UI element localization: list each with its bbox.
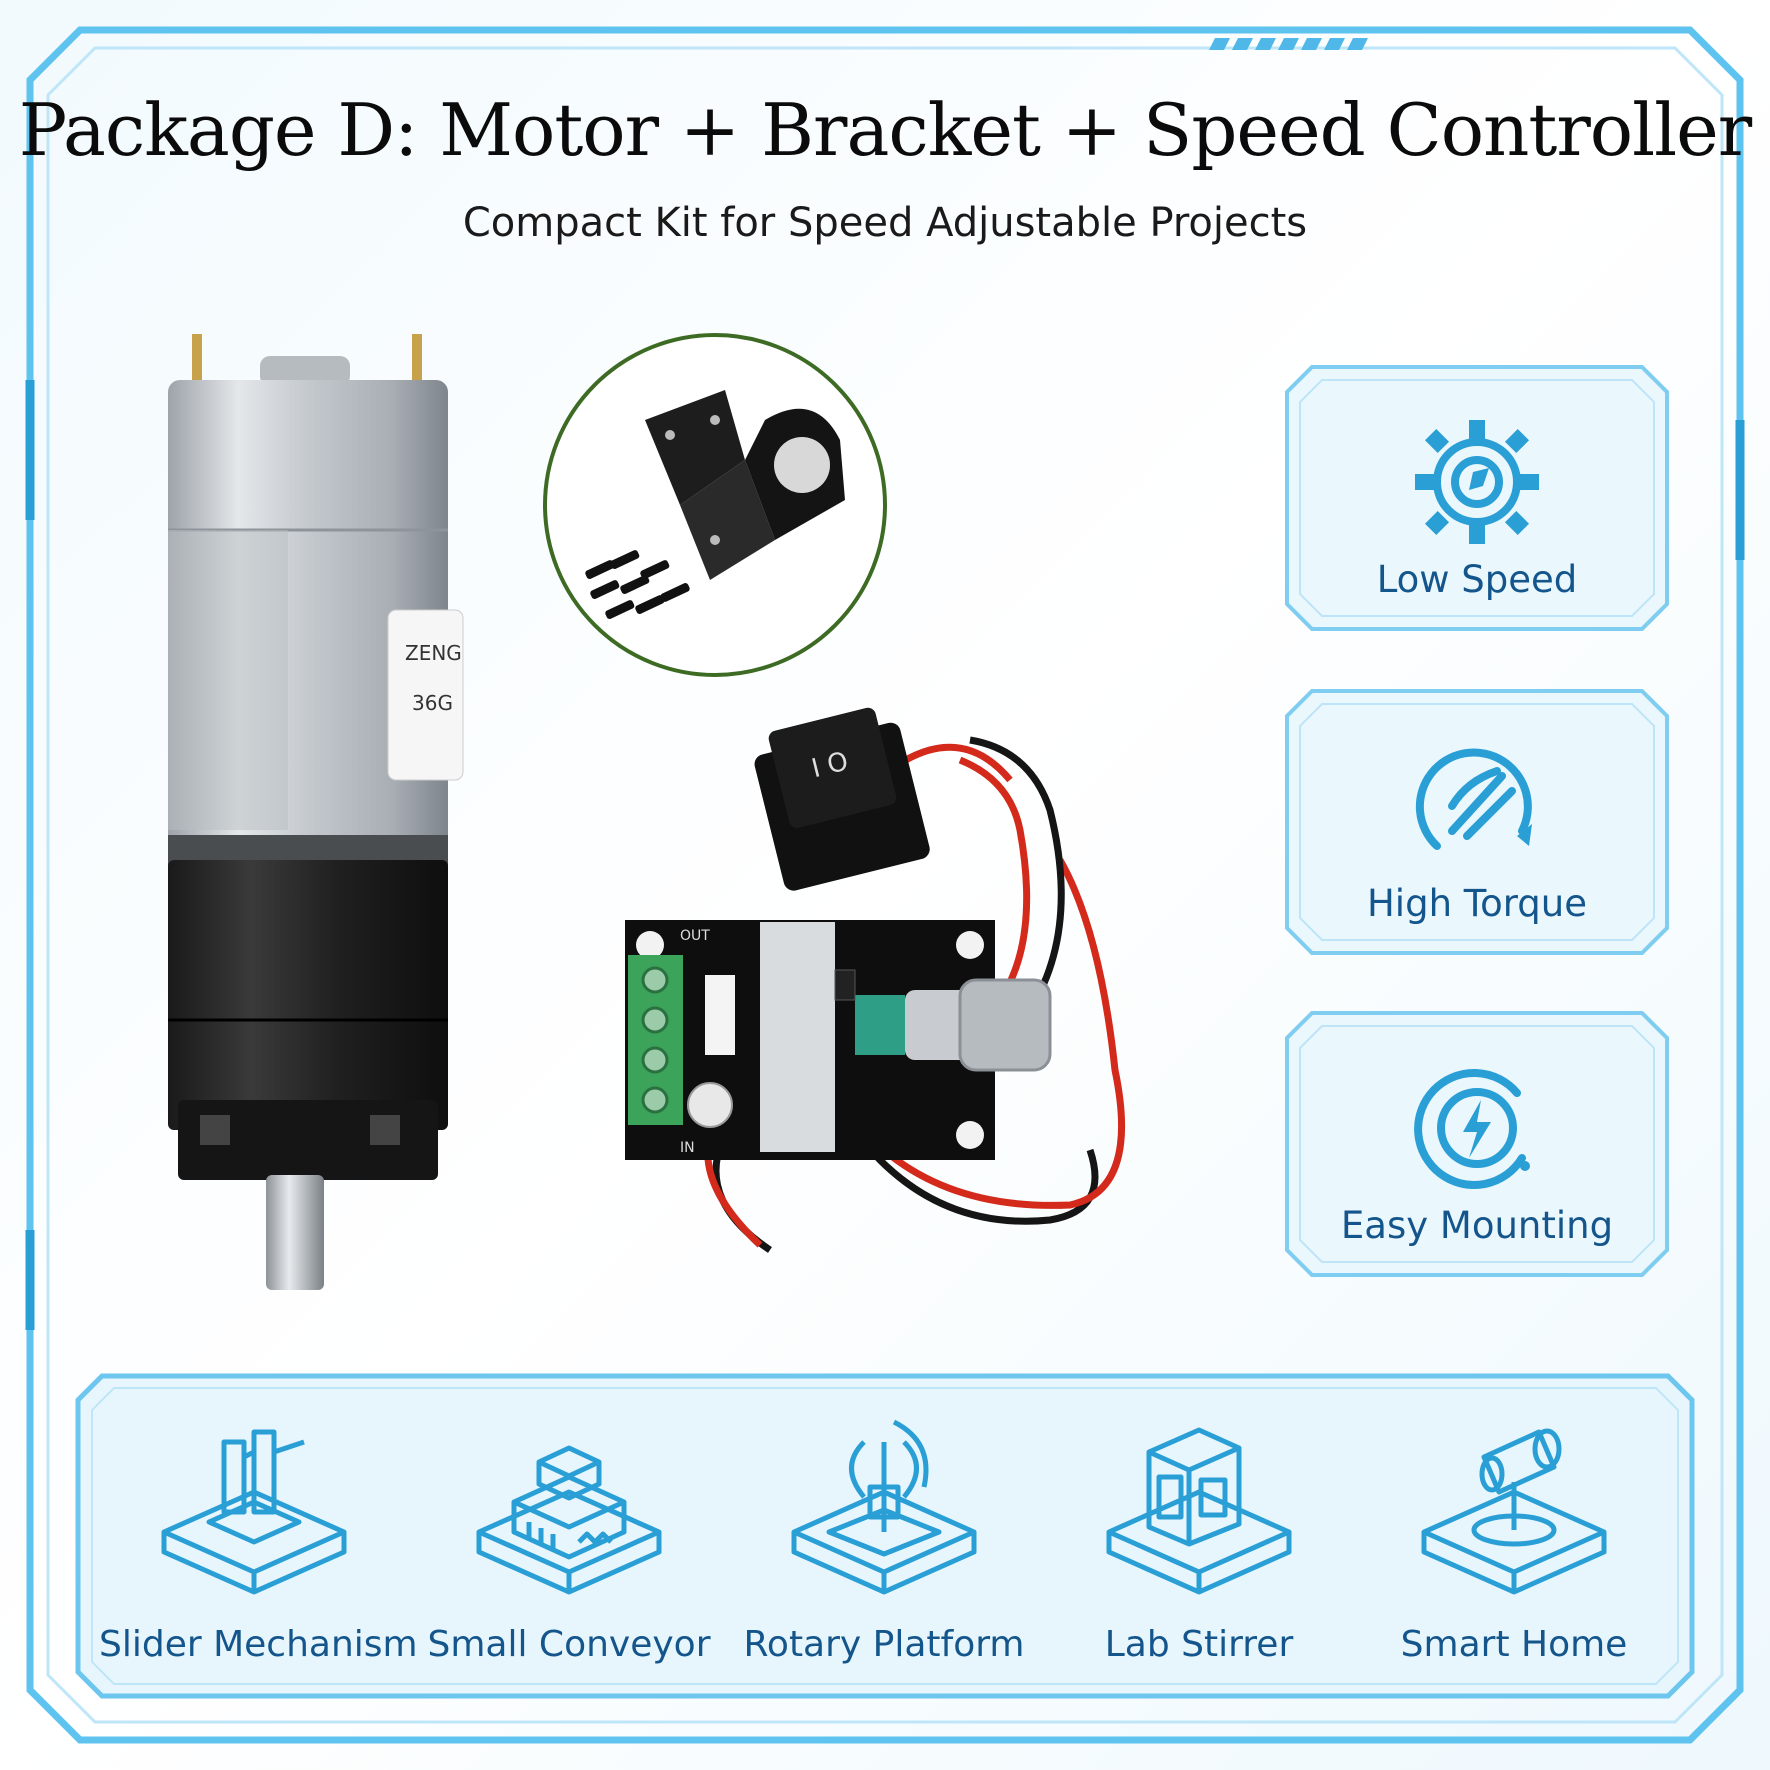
application-label: Small Conveyor [427,1624,711,1665]
applications-panel-frame [75,1373,1695,1699]
applications-panel: Slider Mechanism Small Conveyor [74,1372,1696,1700]
board-out-label: OUT [680,928,710,944]
application-slider-mechanism: Slider Mechanism [99,1412,418,1682]
application-label: Rotary Platform [743,1624,1025,1665]
gear-icon [1415,420,1539,544]
page-subtitle: Compact Kit for Speed Adjustable Project… [462,200,1308,246]
board-in-label: IN [680,1140,695,1156]
motor-label-line2: 36G [412,691,453,715]
gear-motor-image: ZENG 36G [168,334,464,1290]
lightning-icon [1414,1068,1530,1189]
feature-card-low-speed: Low Speed [1282,362,1672,634]
page-title: Package D: Motor + Bracket + Speed Contr… [18,88,1752,172]
speed-controller-image: I O OUT IN [625,707,1126,1253]
application-small-conveyor: Small Conveyor [414,1412,724,1682]
feature-label: Easy Mounting [1340,1204,1614,1247]
rotary-platform-icon [791,1419,977,1595]
feature-label: High Torque [1366,882,1587,925]
application-smart-home: Smart Home [1359,1412,1669,1682]
application-label: Lab Stirrer [1104,1624,1294,1665]
feature-card-easy-mounting: Easy Mounting [1282,1008,1672,1280]
torque-wrench-icon [1415,748,1532,850]
application-lab-stirrer: Lab Stirrer [1044,1412,1354,1682]
motor-label-line1: ZENG [405,641,462,665]
application-label: Smart Home [1400,1624,1628,1665]
application-rotary-platform: Rotary Platform [729,1412,1039,1682]
mounting-bracket-image [543,333,887,677]
lab-stirrer-icon [1106,1427,1292,1595]
application-label: Slider Mechanism [99,1624,418,1665]
feature-card-high-torque: High Torque [1282,686,1672,958]
feature-label: Low Speed [1376,558,1578,601]
feature-card-frame [1285,365,1669,631]
smart-home-icon [1421,1428,1607,1595]
conveyor-icon [476,1445,662,1595]
slider-mechanism-icon [161,1429,347,1595]
